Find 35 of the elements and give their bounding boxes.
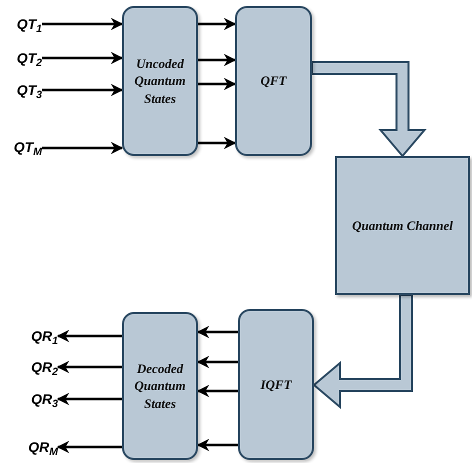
arrow bbox=[198, 18, 236, 30]
box-label: QFT bbox=[260, 72, 286, 90]
arrow bbox=[42, 142, 124, 154]
arrow bbox=[42, 52, 124, 64]
arrow bbox=[56, 360, 122, 374]
signal-label: QT$_{3}$ bbox=[16, 83, 42, 97]
signal-label: QT$_{2}$ bbox=[16, 51, 42, 65]
signal-label: QR$_{1}$ bbox=[31, 329, 58, 343]
arrow bbox=[196, 438, 238, 452]
arrow bbox=[196, 384, 238, 398]
signal-label: QR$_{2}$ bbox=[31, 360, 58, 374]
process-box bbox=[235, 6, 312, 156]
channel-box bbox=[335, 156, 470, 295]
arrow bbox=[56, 440, 122, 454]
box-label: Uncoded Quantum States bbox=[133, 54, 187, 108]
process-box bbox=[122, 312, 198, 460]
arrow bbox=[42, 18, 124, 30]
box-label: IQFT bbox=[260, 376, 292, 394]
block-arrow bbox=[312, 294, 413, 410]
signal-label: QR$_{3}$ bbox=[31, 392, 58, 406]
arrow bbox=[56, 330, 122, 342]
arrow bbox=[196, 356, 238, 368]
signal-label: QR$_{M}$ bbox=[28, 440, 58, 454]
block-arrow bbox=[311, 61, 427, 158]
arrow bbox=[198, 54, 236, 66]
arrow bbox=[42, 84, 124, 96]
process-box bbox=[122, 6, 198, 156]
signal-label: QT$_{1}$ bbox=[16, 17, 42, 31]
signal-label: QT$_{M}$ bbox=[14, 140, 42, 154]
process-box bbox=[238, 309, 314, 460]
box-label: Quantum Channel bbox=[352, 216, 453, 234]
arrow bbox=[56, 392, 122, 406]
arrow bbox=[198, 78, 236, 90]
box-label: Decoded Quantum States bbox=[133, 360, 187, 412]
arrow bbox=[198, 136, 236, 150]
